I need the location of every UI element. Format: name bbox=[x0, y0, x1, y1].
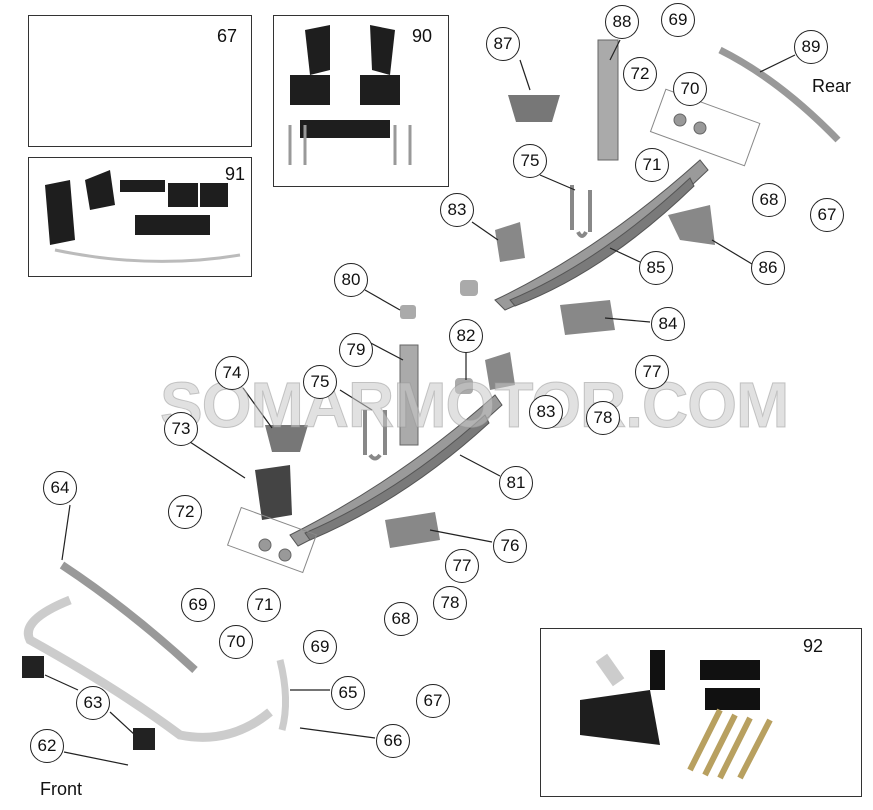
callout-89: 89 bbox=[794, 30, 828, 64]
bump-stop-rear bbox=[508, 95, 560, 122]
callout-69: 69 bbox=[303, 630, 337, 664]
kit-label: 91 bbox=[225, 164, 246, 184]
kit-label: 67 bbox=[217, 26, 238, 46]
kit-92-box: 92 bbox=[540, 628, 862, 797]
callout-73: 73 bbox=[164, 412, 198, 446]
callout-70: 70 bbox=[673, 72, 707, 106]
rear-shock bbox=[597, 39, 619, 161]
hanger-83-front bbox=[485, 352, 515, 390]
callout-69: 69 bbox=[661, 3, 695, 37]
front-shock bbox=[399, 344, 419, 446]
sway-bar bbox=[24, 595, 273, 742]
kit-92-parts bbox=[580, 650, 773, 780]
callout-75: 75 bbox=[513, 144, 547, 178]
kit-90-parts bbox=[288, 25, 412, 165]
callout-85: 85 bbox=[639, 251, 673, 285]
callout-65: 65 bbox=[331, 676, 365, 710]
callout-82: 82 bbox=[449, 319, 483, 353]
callout-70: 70 bbox=[219, 625, 253, 659]
rear-label: Rear bbox=[812, 76, 852, 96]
callout-78: 78 bbox=[433, 586, 467, 620]
callout-88: 88 bbox=[605, 5, 639, 39]
callout-77: 77 bbox=[445, 549, 479, 583]
callout-63: 63 bbox=[76, 686, 110, 720]
front-track-bar bbox=[59, 561, 198, 673]
callout-69: 69 bbox=[181, 588, 215, 622]
callout-72: 72 bbox=[168, 495, 202, 529]
kit-label: 92 bbox=[803, 636, 824, 656]
callout-62: 62 bbox=[30, 729, 64, 763]
kit-91-parts bbox=[45, 170, 241, 263]
callout-71: 71 bbox=[247, 588, 281, 622]
kit-91-box: 91 bbox=[28, 157, 252, 277]
end-link bbox=[276, 659, 290, 731]
callout-76: 76 bbox=[493, 529, 527, 563]
callout-66: 66 bbox=[376, 724, 410, 758]
spring-plate-front bbox=[385, 512, 440, 548]
callout-87: 87 bbox=[486, 27, 520, 61]
callout-86: 86 bbox=[751, 251, 785, 285]
callout-80: 80 bbox=[334, 263, 368, 297]
hanger-86 bbox=[668, 205, 715, 245]
kit-label: 90 bbox=[412, 26, 433, 46]
callout-68: 68 bbox=[384, 602, 418, 636]
callout-67: 67 bbox=[416, 684, 450, 718]
callout-74: 74 bbox=[215, 356, 249, 390]
callout-72: 72 bbox=[623, 57, 657, 91]
sway-bushing-1 bbox=[22, 656, 44, 678]
watermark: SOMARMOTOR.COM bbox=[159, 369, 789, 442]
sway-bushing-2 bbox=[133, 728, 155, 750]
callout-75: 75 bbox=[303, 365, 337, 399]
callout-64: 64 bbox=[43, 471, 77, 505]
leader-lines bbox=[44, 39, 796, 766]
rear-leaf-spring bbox=[494, 159, 709, 311]
bump-stop-front bbox=[265, 425, 308, 452]
callout-78: 78 bbox=[586, 401, 620, 435]
callout-77: 77 bbox=[635, 355, 669, 389]
kit-67-box: 67 bbox=[28, 15, 252, 147]
axle-bracket bbox=[255, 465, 292, 520]
callout-67: 67 bbox=[810, 198, 844, 232]
callout-79: 79 bbox=[339, 333, 373, 367]
rear-track-bar bbox=[718, 46, 841, 143]
hanger-83-rear bbox=[495, 222, 525, 262]
callout-71: 71 bbox=[635, 148, 669, 182]
front-leaf-spring bbox=[289, 394, 503, 547]
front-label: Front bbox=[40, 779, 83, 799]
spring-plate-rear bbox=[560, 300, 615, 335]
callout-84: 84 bbox=[651, 307, 685, 341]
callout-83: 83 bbox=[440, 193, 474, 227]
callout-68: 68 bbox=[752, 183, 786, 217]
kit-90-box: 90 bbox=[273, 15, 449, 187]
callout-81: 81 bbox=[499, 466, 533, 500]
callout-83: 83 bbox=[529, 395, 563, 429]
